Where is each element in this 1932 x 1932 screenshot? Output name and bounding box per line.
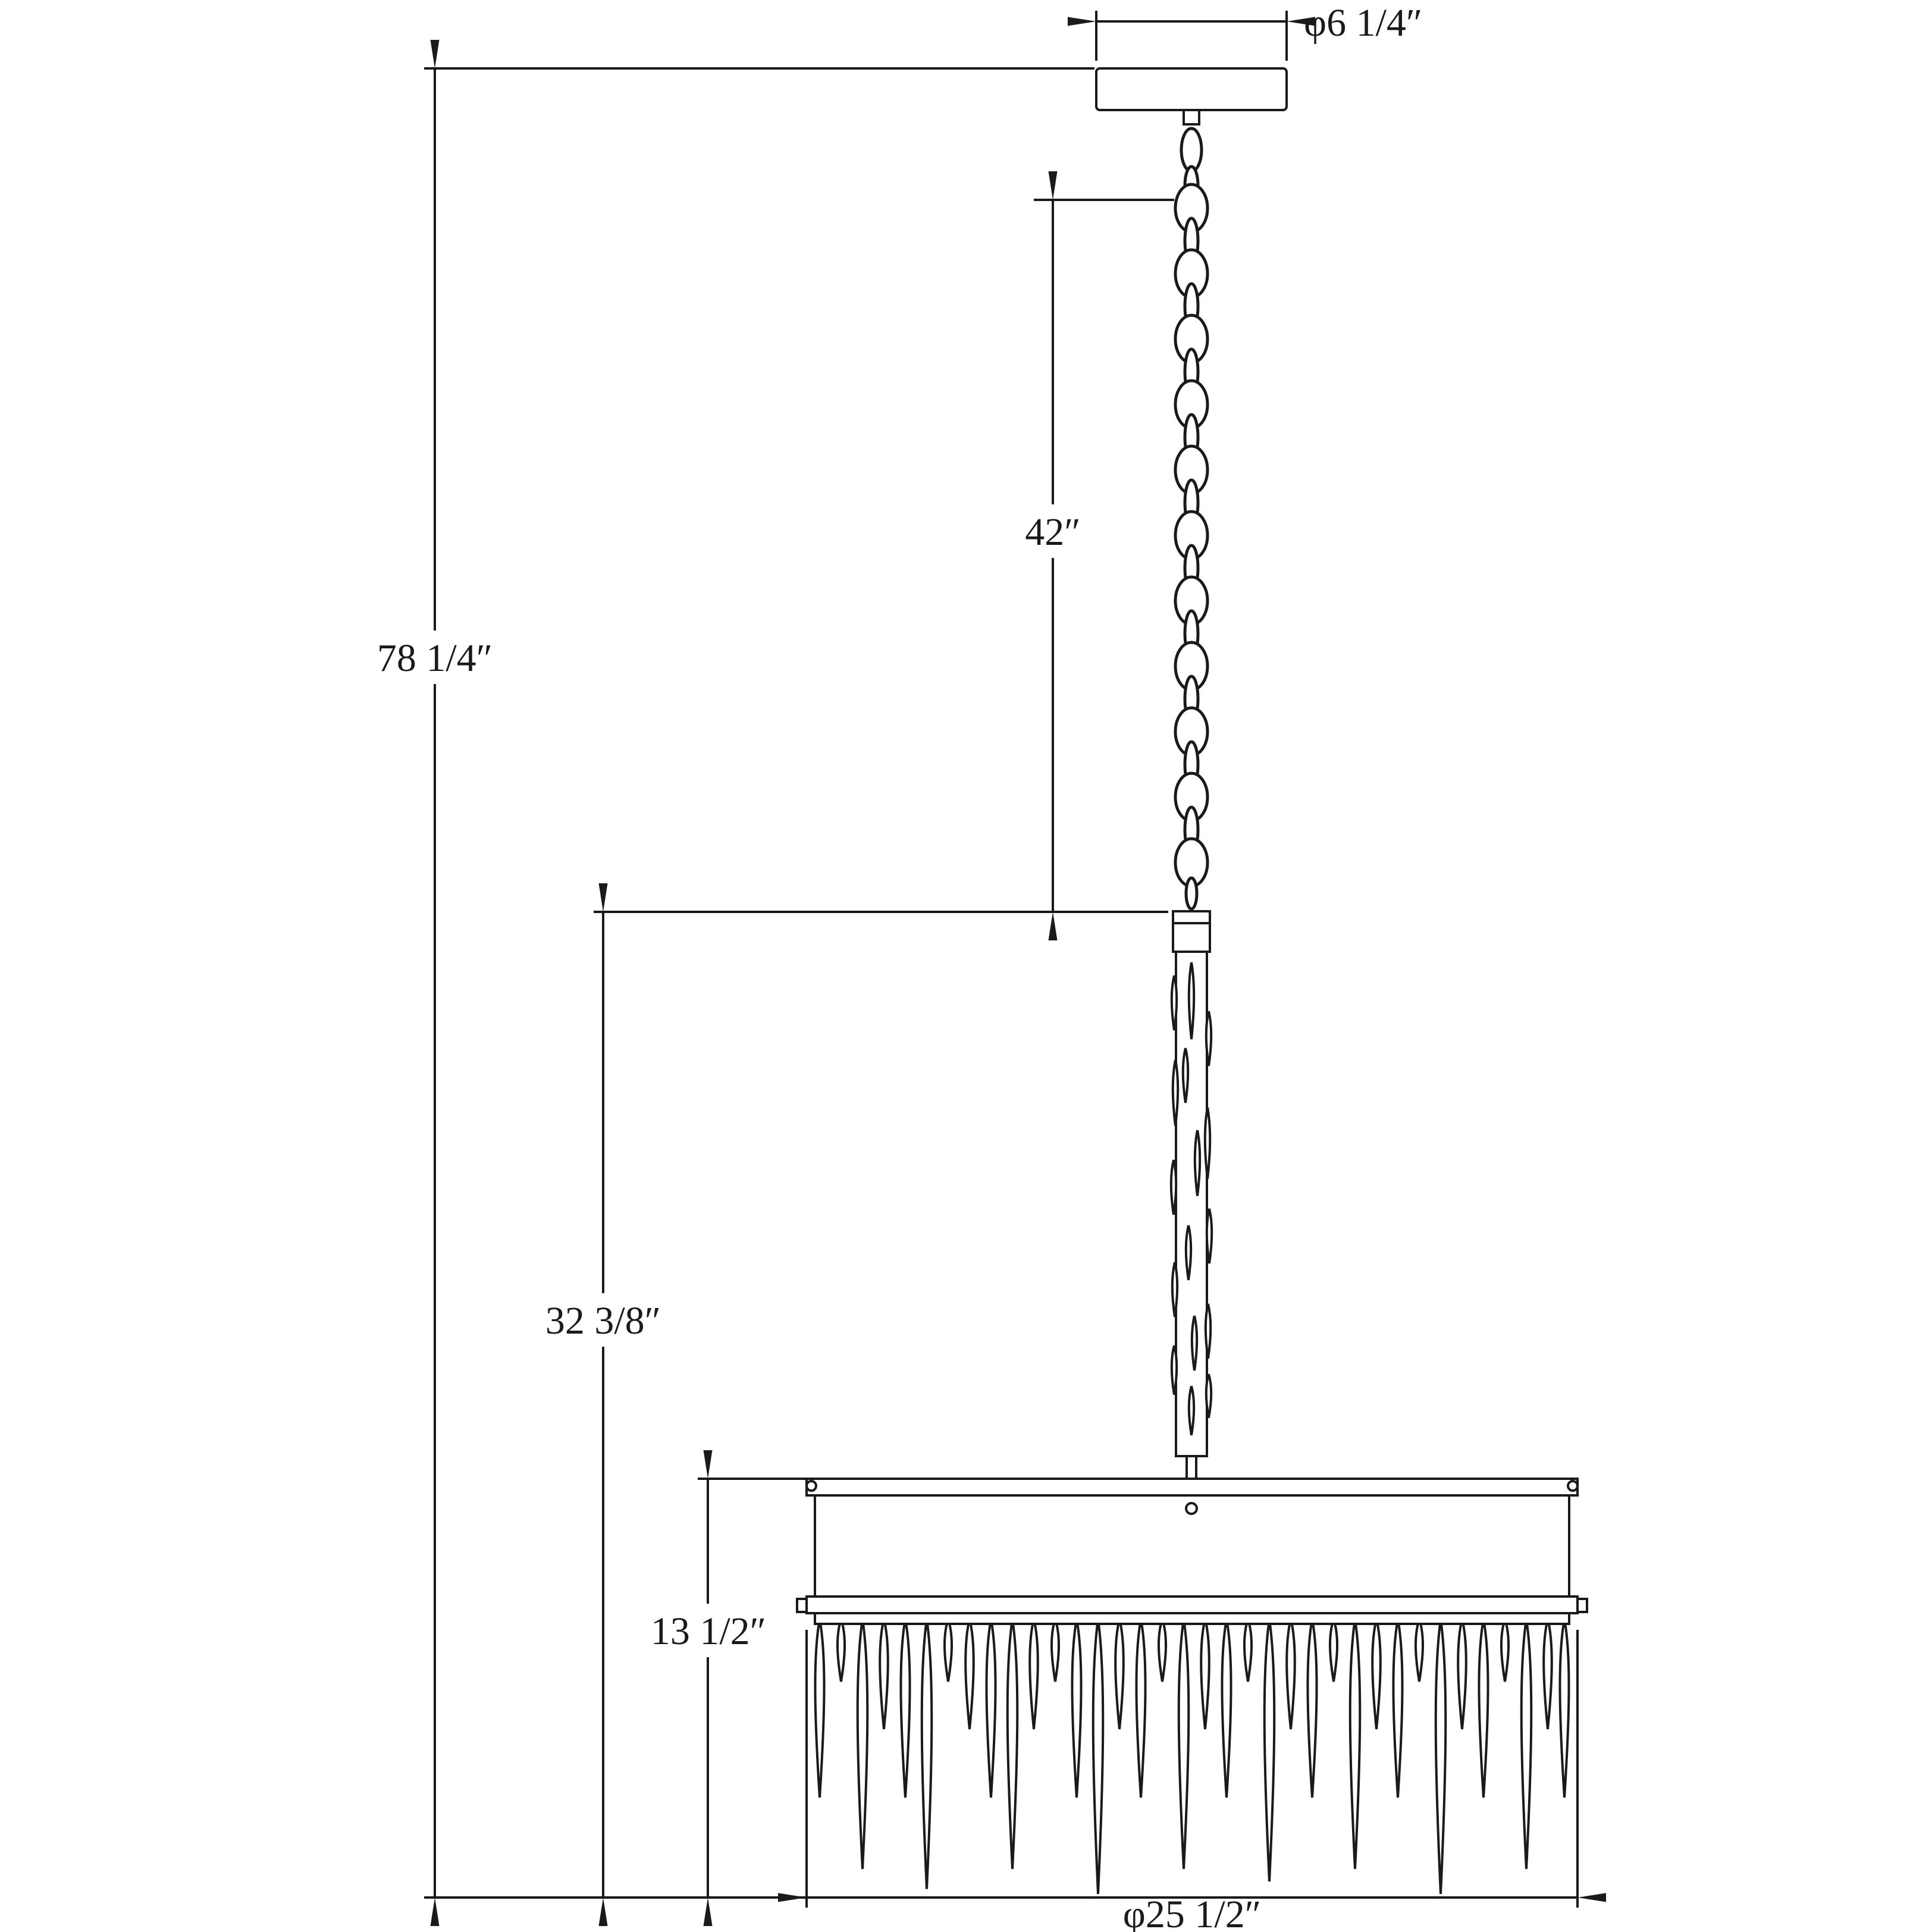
- canopy-stub: [1183, 109, 1200, 126]
- ceiling-canopy: [1095, 67, 1288, 126]
- center-screw: [1185, 1502, 1198, 1515]
- stem: [1169, 910, 1213, 1481]
- dim-chain-length-label: 42″: [1025, 510, 1081, 554]
- canopy-hook: [1180, 127, 1203, 173]
- chain-connector: [1184, 876, 1199, 911]
- dim-shade-height-label: 13 1/2″: [651, 1610, 766, 1653]
- shade-bottom-band: [814, 1612, 1570, 1625]
- shade-hinge-left: [805, 1480, 817, 1492]
- dim-chain-length: 42″: [1001, 171, 1174, 940]
- dim-shade-diameter: φ25 1/2″: [778, 1630, 1606, 1932]
- shade-bottom-lip: [805, 1595, 1579, 1614]
- canopy-body: [1095, 67, 1288, 111]
- dim-fixture-height-label: 32 3/8″: [545, 1299, 661, 1343]
- chain: [1175, 127, 1208, 911]
- dim-overall-height: 78 1/4″: [354, 40, 1094, 1926]
- dim-shade-diameter-label: φ25 1/2″: [1123, 1893, 1261, 1932]
- shade-top-lip: [805, 1478, 1579, 1497]
- dim-fixture-height: 32 3/8″: [521, 883, 1168, 1926]
- shade-drips: [814, 1619, 1570, 1894]
- dim-shade-height: 13 1/2″: [628, 1450, 810, 1926]
- shade-hinge-right: [1567, 1480, 1579, 1492]
- drum-shade: [796, 1478, 1588, 1625]
- stem-cup: [1172, 910, 1211, 953]
- dim-canopy-diameter-label: φ6 1/4″: [1304, 1, 1422, 45]
- dim-canopy-diameter: φ6 1/4″: [1068, 1, 1422, 61]
- dim-overall-height-label: 78 1/4″: [377, 636, 493, 680]
- stem-rod: [1185, 1455, 1197, 1481]
